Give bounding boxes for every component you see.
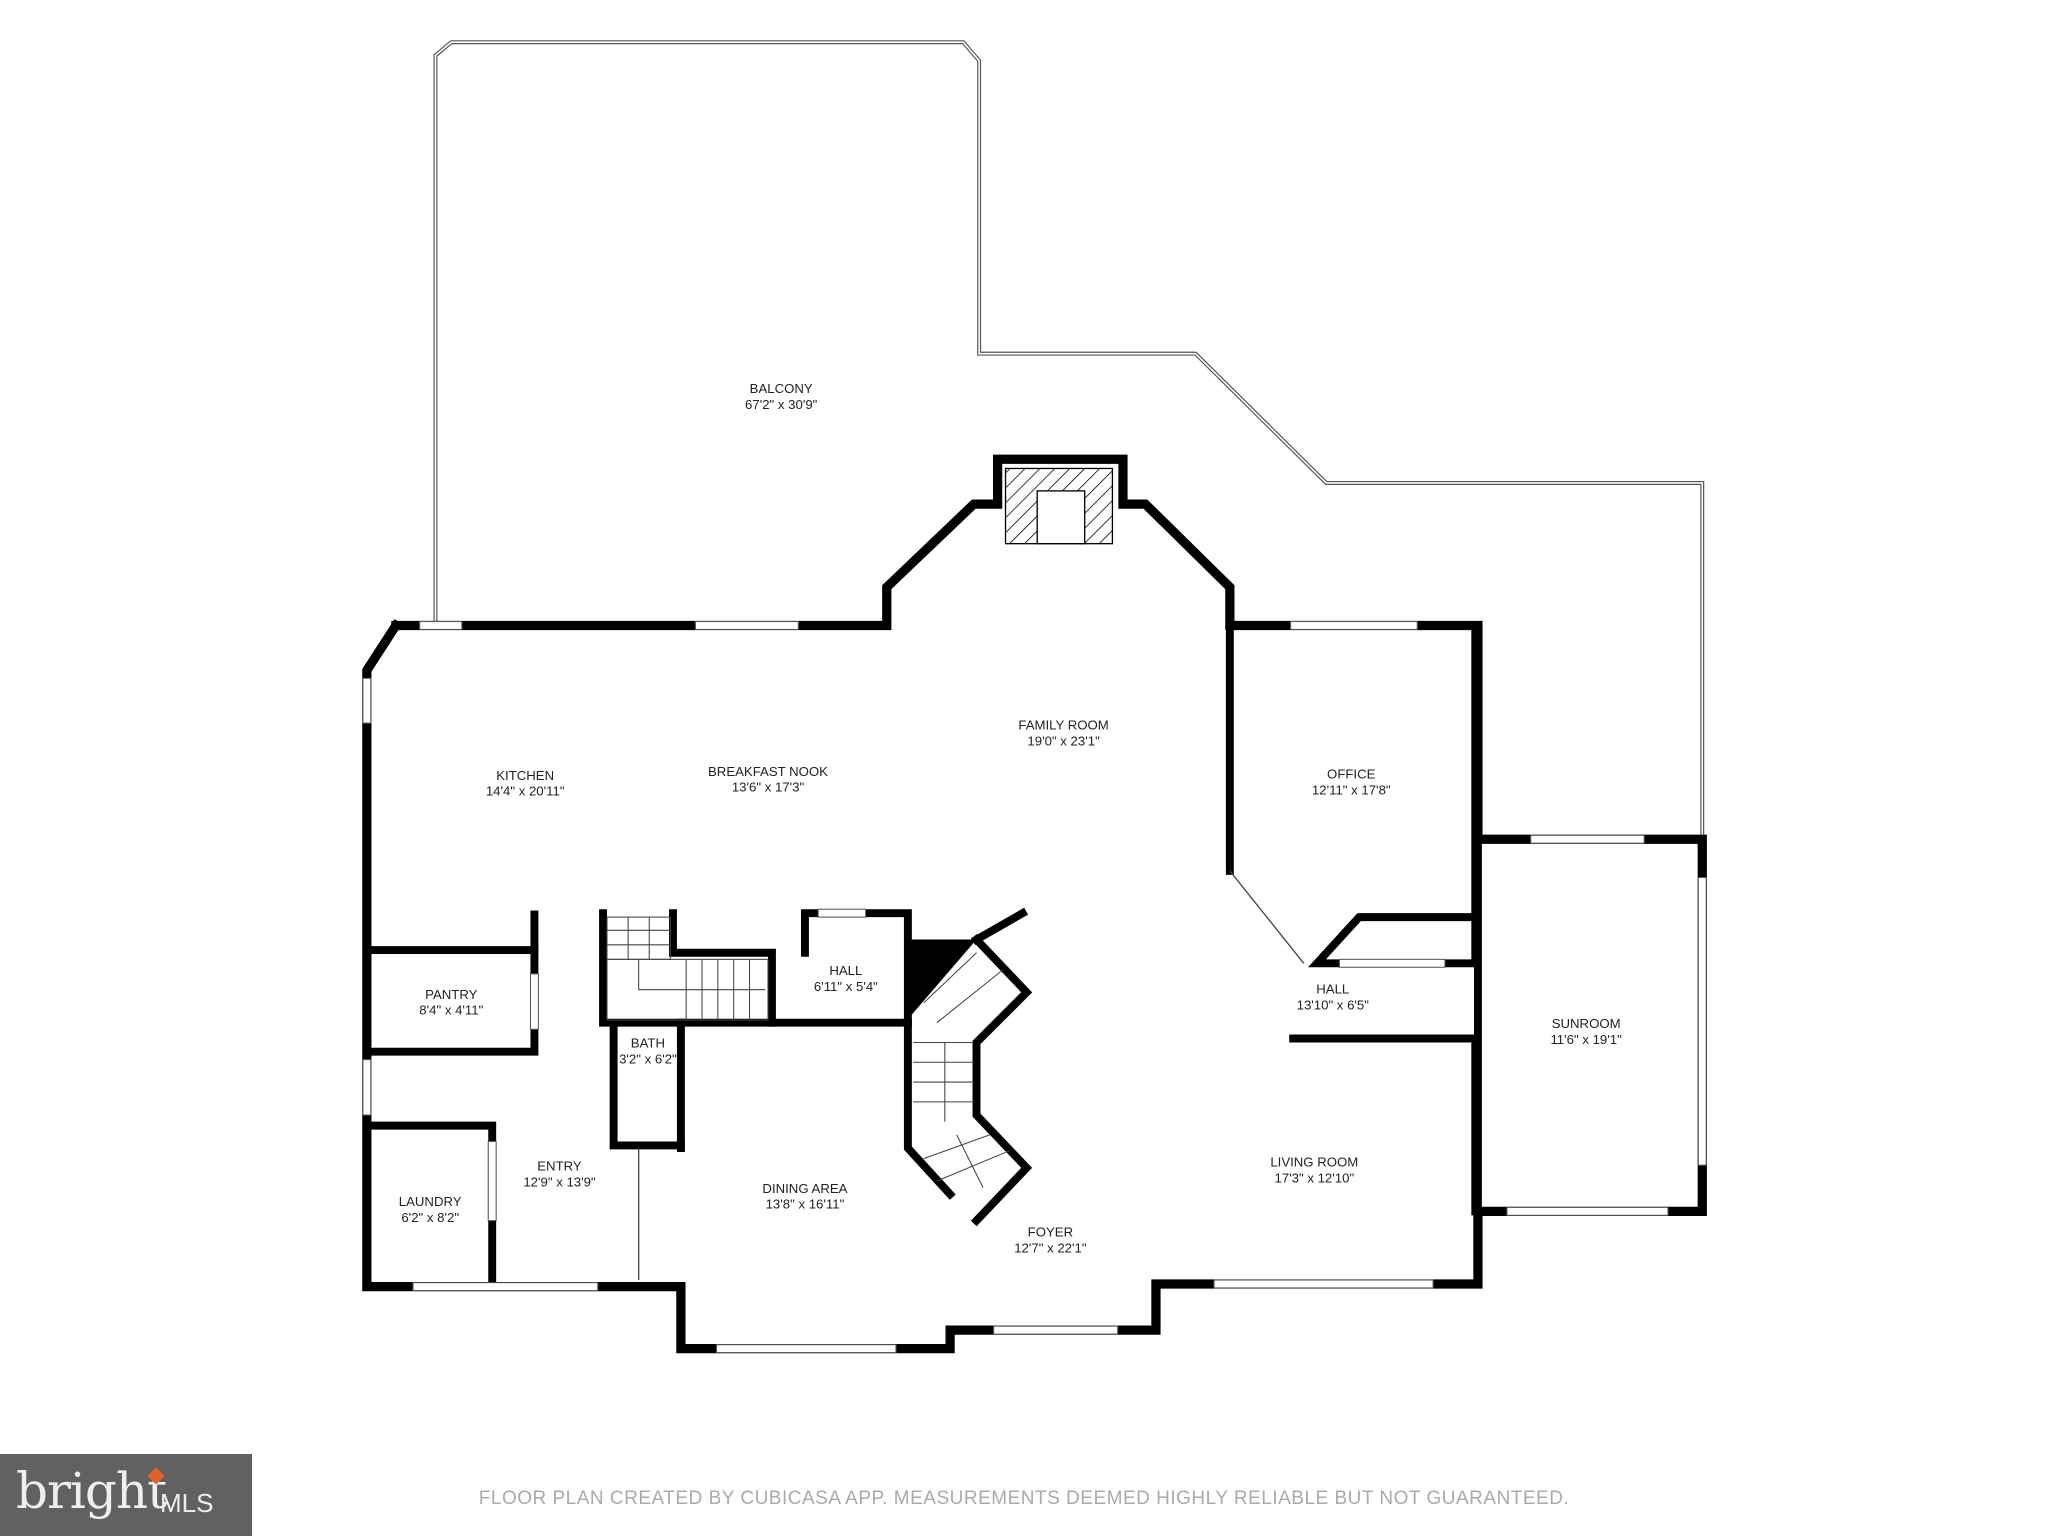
windows	[362, 620, 1707, 1354]
room-name: BREAKFAST NOOK	[708, 764, 828, 779]
room-name: OFFICE	[1327, 767, 1376, 782]
room-dims: 6'2" x 8'2"	[401, 1210, 459, 1225]
room-dims: 11'6" x 19'1"	[1550, 1032, 1622, 1047]
room-dims: 13'8" x 16'11"	[766, 1197, 845, 1212]
room-name: PANTRY	[425, 987, 477, 1002]
room-name: LIVING ROOM	[1270, 1155, 1358, 1170]
room-name: FAMILY ROOM	[1018, 718, 1108, 733]
logo-suffix: MLS	[160, 1488, 214, 1518]
room-dims: 17'3" x 12'10"	[1274, 1170, 1354, 1185]
room-name: ENTRY	[537, 1158, 582, 1173]
room-name: KITCHEN	[496, 768, 554, 783]
room-name: SUNROOM	[1552, 1016, 1621, 1031]
room-dims: 3'2" x 6'2"	[619, 1052, 677, 1067]
interior-walls	[362, 621, 1482, 1291]
fireplace	[1004, 467, 1114, 545]
balcony-outline	[433, 40, 1705, 840]
room-dims: 8'4" x 4'11"	[419, 1003, 483, 1018]
room-dims: 13'6" x 17'3"	[732, 780, 805, 795]
room-dims: 67'2" x 30'9"	[745, 397, 818, 412]
room-dims: 14'4" x 20'11"	[486, 784, 565, 799]
room-dims: 12'9" x 13'9"	[523, 1174, 596, 1189]
logo-word: bright	[16, 1462, 167, 1520]
room-name: HALL	[1316, 982, 1349, 997]
room-dims: 6'11" x 5'4"	[814, 979, 878, 994]
room-dims: 13'10" x 6'5"	[1297, 997, 1370, 1012]
bright-mls-logo: bright MLS	[0, 1454, 252, 1536]
room-name: DINING AREA	[762, 1181, 847, 1196]
room-name: LAUNDRY	[399, 1194, 462, 1209]
room-name: FOYER	[1028, 1224, 1073, 1239]
room-name: BALCONY	[750, 381, 813, 396]
room-name: HALL	[829, 963, 862, 978]
room-name: BATH	[631, 1036, 665, 1051]
room-dims: 19'0" x 23'1"	[1027, 734, 1100, 749]
staircase	[606, 916, 1010, 1188]
room-dims: 12'11" x 17'8"	[1312, 782, 1391, 797]
room-labels: BALCONY 67'2" x 30'9" FAMILY ROOM 19'0" …	[399, 381, 1622, 1255]
exterior-wall	[362, 454, 1707, 1354]
room-dims: 12'7" x 22'1"	[1014, 1240, 1087, 1255]
disclaimer-text: FLOOR PLAN CREATED BY CUBICASA APP. MEAS…	[478, 1488, 1570, 1509]
